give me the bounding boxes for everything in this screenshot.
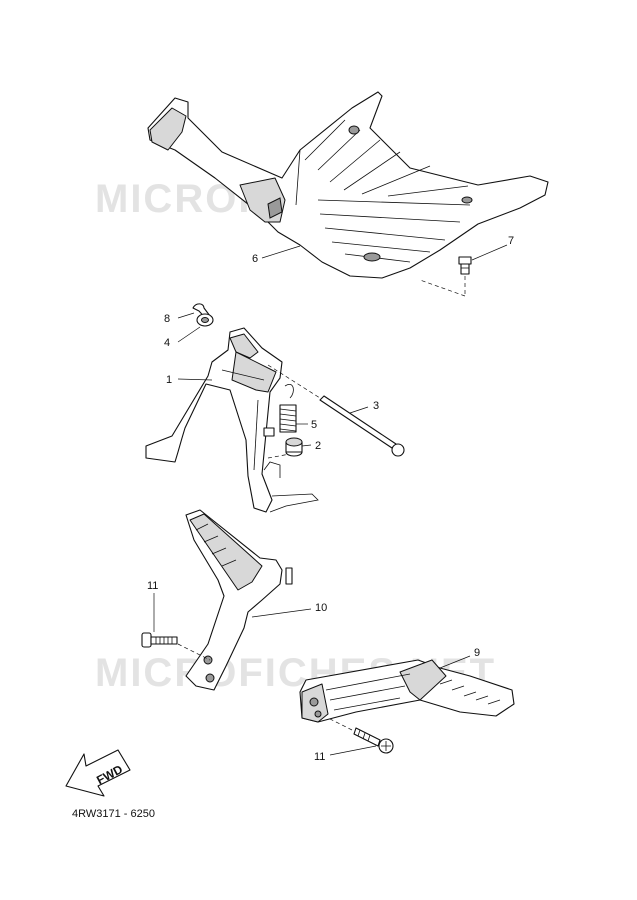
part-9-footrest-passenger[interactable] — [299, 659, 515, 723]
part-3-shaft[interactable] — [267, 364, 405, 457]
callout-7: 7 — [508, 235, 514, 247]
part-4-washer[interactable] — [196, 313, 214, 327]
callout-3: 3 — [373, 400, 379, 412]
part-5-spring[interactable] — [279, 384, 297, 433]
callout-2: 2 — [315, 440, 321, 452]
part-11-screw-right[interactable] — [327, 717, 394, 754]
callout-4: 4 — [164, 337, 170, 349]
callout-10: 10 — [315, 602, 327, 614]
part-7-screw[interactable] — [419, 256, 472, 297]
callout-1: 1 — [166, 374, 172, 386]
part-6-floor-panel[interactable] — [147, 91, 549, 279]
callout-5: 5 — [311, 419, 317, 431]
callout-11-left: 11 — [147, 580, 158, 592]
fwd-direction-arrow: FWD — [65, 749, 131, 797]
callout-6: 6 — [252, 253, 258, 265]
part-2-rubber-stopper[interactable] — [285, 437, 303, 457]
document-code: 4RW3171 - 6250 — [72, 808, 155, 820]
callout-leaders — [153, 244, 508, 756]
part-10-footrest[interactable] — [185, 509, 293, 691]
part-11-bolt-left[interactable] — [141, 632, 211, 661]
part-1-main-stand[interactable] — [145, 327, 319, 513]
callout-9: 9 — [474, 647, 480, 659]
callout-labels: 8 4 1 5 2 3 6 7 9 10 11 11 — [147, 235, 514, 763]
callout-11-right: 11 — [314, 751, 325, 763]
callout-8: 8 — [164, 313, 170, 325]
